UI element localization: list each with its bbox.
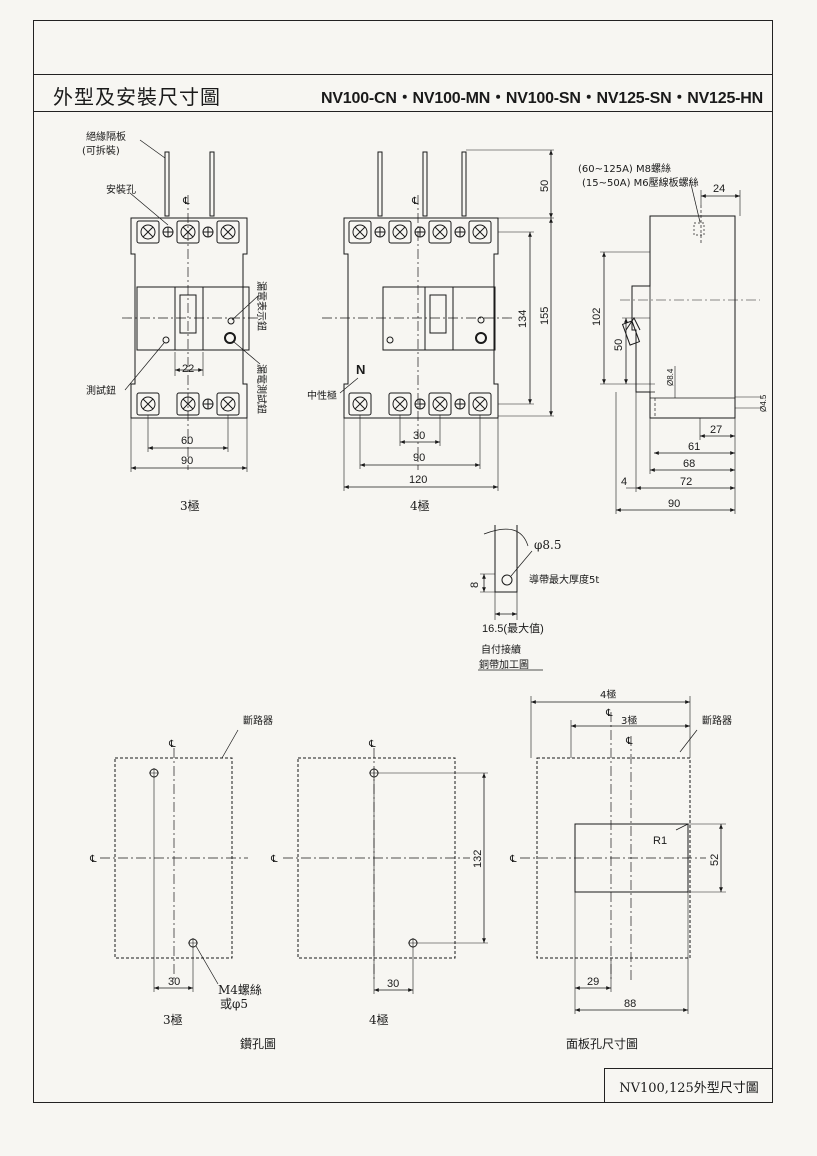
panel-cutout-plan: [520, 696, 726, 1014]
dim-50: 50: [539, 180, 551, 192]
title-bar: 外型及安裝尺寸圖 NV100-CN・NV100-MN・NV100-SN・NV12…: [33, 74, 773, 112]
test-button-label: 測試鈕: [86, 384, 116, 397]
dim-60: 60: [181, 435, 193, 447]
dim-90-side: 90: [668, 498, 680, 510]
page-title: 外型及安裝尺寸圖: [53, 85, 221, 109]
dim-132: 132: [472, 850, 484, 868]
busbar-thickness-label: 導帶最大厚度5t: [529, 573, 599, 586]
breaker-label-panel: 斷路器: [702, 714, 732, 727]
breaker-label-drill: 斷路器: [243, 714, 273, 727]
drill-3pole-label: 3極: [163, 1012, 183, 1027]
drill-drawing-title: 鑽孔圖: [240, 1036, 276, 1051]
drill-plan-3pole: [100, 729, 248, 992]
front-view-4pole: [322, 149, 554, 491]
dim-29: 29: [587, 976, 599, 988]
dim-120: 120: [409, 474, 427, 486]
dim-24: 24: [713, 183, 725, 195]
centerline-mark-drill4-h: ℄: [270, 854, 278, 865]
centerline-mark-drill4: ℄: [368, 739, 376, 750]
dim-52: 52: [709, 854, 721, 866]
panel-4pole-label: 4極: [600, 688, 616, 701]
centerline-mark-3pole: ℄: [182, 196, 190, 207]
centerline-mark-panel3: ℄: [625, 736, 633, 747]
screw-note-2: (15~50A) M6壓線板螺絲: [582, 176, 699, 189]
dim-88: 88: [624, 998, 636, 1010]
leak-indicator-label: 漏電表示鈕: [255, 281, 268, 331]
front-view-3pole: [122, 139, 261, 472]
self-connect-label: 自付接續: [481, 643, 521, 656]
leak-test-label: 漏電測試鈕: [255, 364, 268, 414]
barrier-label: 絕緣隔板: [86, 130, 126, 143]
dim-phi45: Ø4.5: [759, 394, 768, 412]
model-list: NV100-CN・NV100-MN・NV100-SN・NV125-SN・NV12…: [320, 90, 763, 107]
mount-hole-label: 安裝孔: [106, 183, 136, 196]
dim-90-4pole: 90: [413, 452, 425, 464]
screw-note-1: (60~125A) M8螺絲: [578, 162, 671, 175]
dim-50-side: 50: [613, 339, 625, 351]
barrier-note: (可拆裝): [82, 144, 120, 157]
r1-label: R1: [653, 835, 667, 847]
footer-title: NV100,125外型尺寸圖: [619, 1081, 759, 1096]
pole3-label: 3極: [180, 498, 200, 513]
dim-155: 155: [539, 307, 551, 325]
side-view: [600, 179, 762, 514]
dim-22: 22: [182, 363, 194, 375]
drill-plan-4pole: [283, 748, 488, 994]
dim-8: 8: [469, 582, 481, 588]
centerline-mark-4pole: ℄: [411, 196, 419, 207]
dim-68: 68: [683, 458, 695, 470]
panel-drawing-title: 面板孔尺寸圖: [566, 1037, 638, 1051]
footer-title-box: NV100,125外型尺寸圖: [604, 1068, 773, 1103]
centerline-mark-panel-h: ℄: [509, 854, 517, 865]
dim-61: 61: [688, 441, 700, 453]
drill-4pole-label: 4極: [369, 1012, 389, 1027]
pole4-label: 4極: [410, 498, 430, 513]
n-mark: N: [356, 362, 365, 377]
panel-3pole-label: 3極: [621, 714, 637, 727]
dim-30-drill3: 30: [168, 976, 180, 988]
centerline-mark-drill3-h: ℄: [89, 854, 97, 865]
dim-72: 72: [680, 476, 692, 488]
m4-screw-label: M4螺絲: [218, 982, 262, 997]
dim-90-3pole: 90: [181, 455, 193, 467]
dim-102: 102: [591, 308, 603, 326]
neutral-label: 中性極: [307, 389, 337, 402]
dim-30-drill4: 30: [387, 978, 399, 990]
drawing-sheet-border: [33, 20, 773, 1103]
phi85-label: φ8.5: [534, 538, 562, 552]
dim-4: 4: [621, 476, 627, 488]
or-phi5-label: 或φ5: [220, 997, 248, 1011]
busbar-width-label: 16.5(最大值): [482, 621, 544, 635]
centerline-mark-drill3: ℄: [168, 739, 176, 750]
busbar-drawing-title: 銅帶加工圖: [479, 658, 529, 671]
dim-phi84: Ø8.4: [666, 368, 675, 386]
busbar-detail: [478, 525, 543, 671]
centerline-mark-panel4: ℄: [605, 708, 613, 719]
dim-134: 134: [517, 310, 529, 328]
dim-27: 27: [710, 424, 722, 436]
dim-30: 30: [413, 430, 425, 442]
